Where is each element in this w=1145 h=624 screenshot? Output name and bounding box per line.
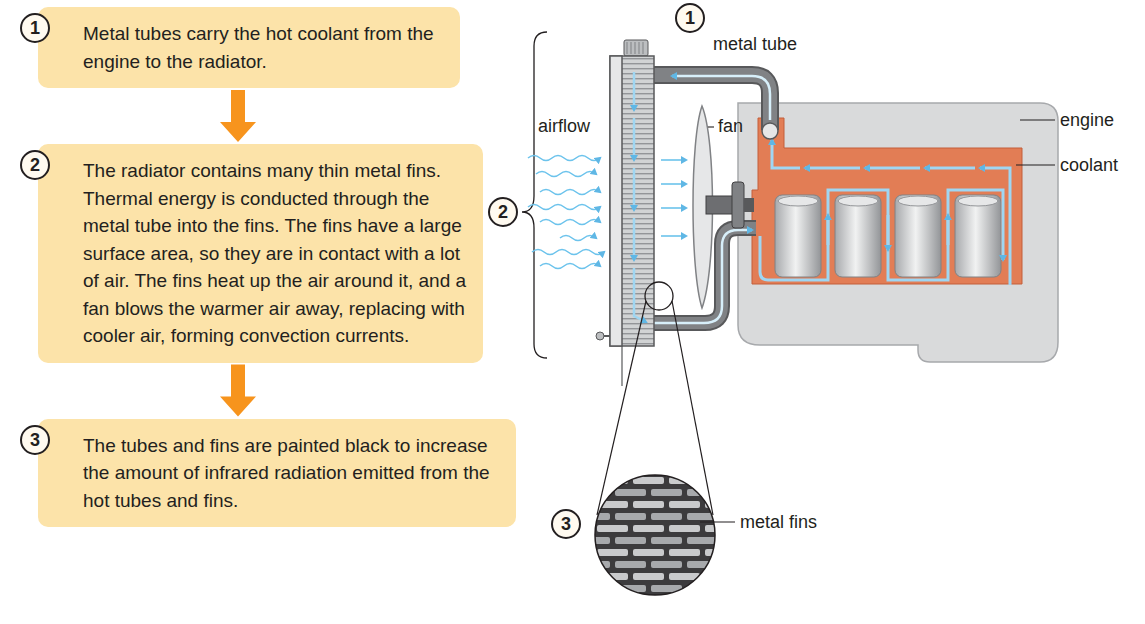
step-box: 2The radiator contains many thin metal f…	[38, 144, 483, 363]
airflow-arrows	[528, 156, 686, 269]
radiator-flow-arrows	[634, 72, 646, 322]
magnifier	[590, 282, 720, 600]
fan	[693, 106, 754, 308]
callout-number: 2	[20, 150, 50, 180]
step-box: 3The tubes and fins are painted black to…	[38, 419, 516, 528]
metal-tubes	[648, 75, 778, 323]
part-label: engine	[1060, 109, 1114, 131]
callout-number: 2	[488, 197, 518, 227]
step-text: Metal tubes carry the hot coolant from t…	[83, 20, 444, 75]
coolant-region	[752, 118, 1022, 284]
part-label: coolant	[1060, 154, 1118, 176]
part-label: metal fins	[740, 511, 817, 533]
callout-number: 1	[675, 3, 705, 33]
step-text: The radiator contains many thin metal fi…	[83, 157, 467, 350]
coolant-flow-arrows	[760, 140, 1010, 285]
engine-block	[738, 103, 1058, 362]
step-box: 1Metal tubes carry the hot coolant from …	[38, 7, 460, 88]
radiator	[596, 40, 654, 386]
callout-number: 3	[20, 425, 50, 455]
leader-lines	[700, 120, 1055, 522]
step-text: The tubes and fins are painted black to …	[83, 432, 500, 515]
part-label: metal tube	[713, 33, 797, 55]
flow-arrow	[220, 90, 256, 142]
callout-number: 1	[20, 13, 50, 43]
flow-arrow	[220, 365, 256, 417]
part-label: airflow	[538, 115, 590, 137]
callout-number: 3	[551, 509, 581, 539]
part-label: fan	[718, 115, 743, 137]
bracket	[522, 32, 547, 358]
